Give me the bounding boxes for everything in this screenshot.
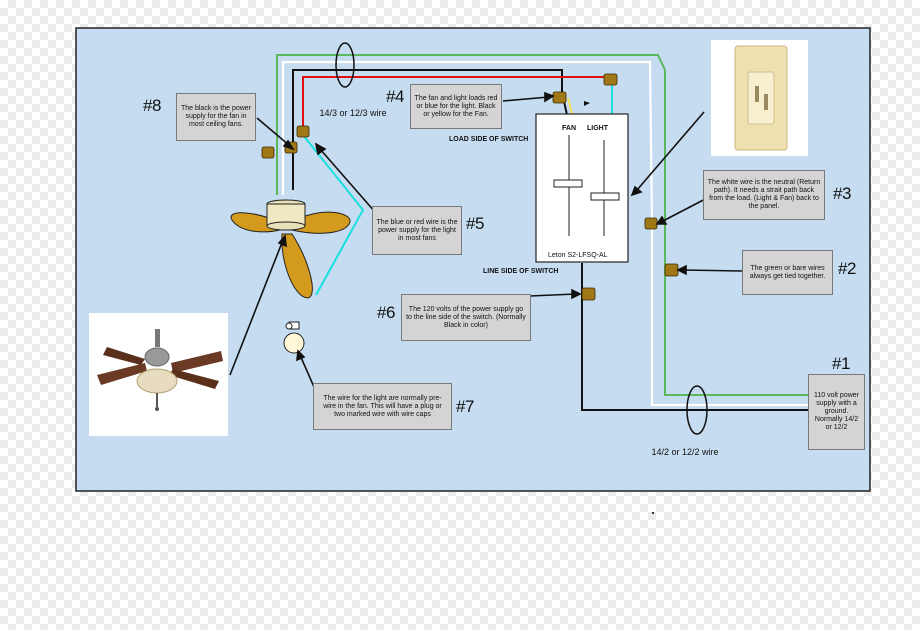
ground-wire [276, 54, 808, 396]
note-3-neutral: The white wire is the neutral (Return pa… [703, 170, 825, 220]
tag-3: #3 [833, 184, 851, 203]
yellow-stub [567, 97, 573, 115]
cyan-light-wire [302, 134, 365, 296]
note-6-line-side: The 120 volts of the power supply go to … [401, 294, 531, 341]
cable-top-loop [335, 42, 355, 88]
wire-nut-icon [664, 263, 679, 277]
ceiling-fan-illustration [230, 199, 351, 354]
fan-motor-bottom [266, 221, 306, 231]
wire-nut-icon [261, 146, 275, 159]
tag-1: #1 [832, 354, 850, 373]
switch-fan-knob[interactable] [553, 179, 583, 188]
note-7-light-wiring: The wire for the light are normally pre-… [313, 383, 452, 430]
fan-photo [89, 313, 228, 436]
tag-7: #7 [456, 397, 474, 416]
note-8-fan-power: The black is the power supply for the fa… [176, 93, 256, 141]
note-2-ground: The green or bare wires always get tied … [742, 250, 833, 295]
load-side-label: LOAD SIDE OF SWITCH [449, 136, 529, 143]
pointer-arrows [229, 91, 743, 388]
note-4-loads: The fan and light loads red or blue for … [410, 84, 502, 129]
line-side-label: LINE SIDE OF SWITCH [483, 268, 559, 275]
wire-nut-icon [644, 217, 658, 230]
wire-nut-icon [603, 73, 618, 86]
tag-6: #6 [377, 303, 395, 322]
stray-dot [652, 512, 654, 514]
dimmer-switch-image [734, 45, 788, 151]
note-5-light-power: The blue or red wire is the power supply… [372, 206, 462, 255]
light-kit-connector [285, 322, 293, 330]
switch-light-knob[interactable] [590, 192, 620, 201]
switch-box[interactable] [535, 113, 629, 263]
fan-blade-down [281, 233, 313, 299]
switch-arrow-icon [584, 101, 590, 106]
tag-8: #8 [143, 96, 161, 115]
line-black-wire [581, 263, 808, 411]
tag-4: #4 [386, 87, 404, 106]
wire-nut-icon [296, 125, 310, 138]
fan-label: FAN [562, 125, 576, 132]
light-bulb-icon [283, 332, 305, 354]
fan-blade-right [291, 211, 351, 234]
cable-top-label: 14/3 or 12/3 wire [319, 108, 387, 118]
wire-nut-icon [552, 91, 567, 104]
cable-bottom-loop [686, 385, 708, 435]
note-1-power-supply: 110 volt power supply with a ground. Nor… [808, 374, 865, 450]
tag-5: #5 [466, 214, 484, 233]
switch-model-label: Leton S2-LFSQ-AL [548, 252, 608, 259]
cable-bottom-label: 14/2 or 12/2 wire [651, 447, 719, 457]
switch-photo [711, 40, 808, 156]
wire-nut-icon [581, 287, 596, 301]
tag-2: #2 [838, 259, 856, 278]
ceiling-fan-product-image [97, 329, 223, 411]
light-label: LIGHT [587, 125, 608, 132]
